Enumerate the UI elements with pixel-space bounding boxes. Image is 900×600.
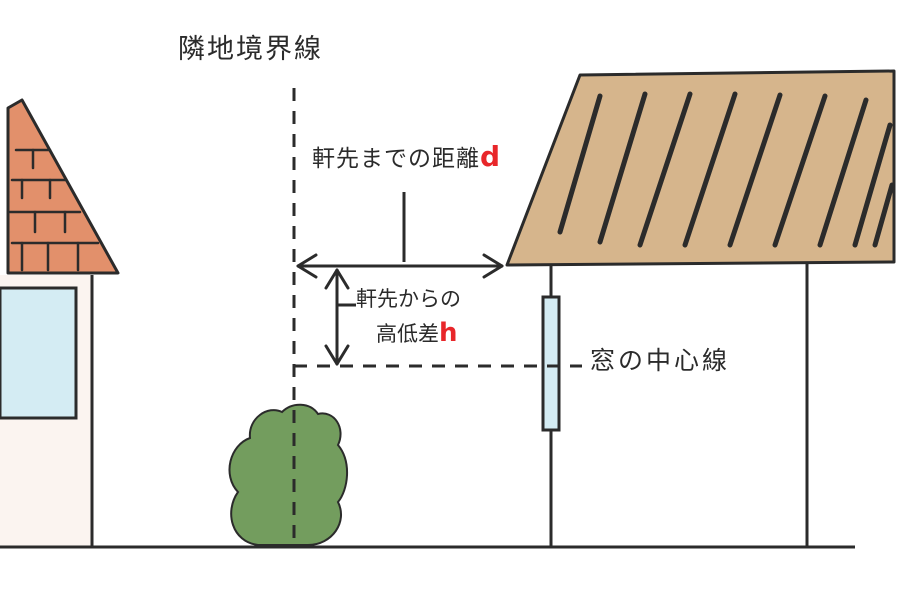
height-arrow — [324, 268, 350, 366]
right-roof-hatching — [557, 91, 895, 248]
distance-arrow — [296, 253, 504, 279]
left-house-window — [0, 286, 78, 420]
left-roof-bricks — [8, 148, 100, 272]
eave-distance-variable: d — [480, 140, 502, 173]
shrub-body — [228, 403, 349, 546]
right-house-window — [541, 295, 561, 432]
eave-distance-label: 軒先までの距離d — [312, 143, 501, 171]
height-diff-label-line2: 高低差h — [376, 320, 458, 346]
window-center-line-label: 窓の中心線 — [590, 348, 730, 373]
left-house-roof — [6, 98, 120, 275]
boundary-line-text: 隣地境界線 — [178, 34, 323, 65]
height-diff-text-line1: 軒先からの — [356, 287, 461, 311]
height-diff-variable: h — [439, 318, 458, 348]
right-house-roof — [505, 69, 896, 267]
height-diff-text-line2: 高低差 — [376, 322, 439, 346]
right-house — [505, 69, 896, 547]
window-center-line-text: 窓の中心線 — [590, 346, 731, 375]
left-house — [0, 98, 120, 547]
boundary-line-label: 隣地境界線 — [178, 36, 323, 63]
shrub — [228, 403, 349, 546]
eave-distance-text: 軒先までの距離 — [312, 146, 480, 172]
height-diff-label-line1: 軒先からの — [356, 289, 461, 310]
